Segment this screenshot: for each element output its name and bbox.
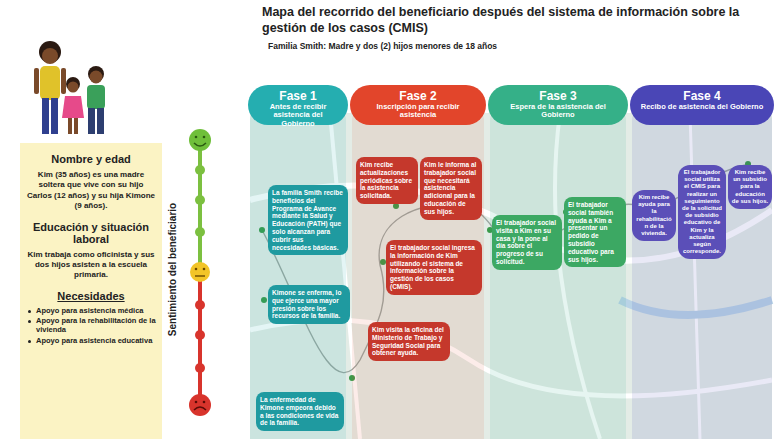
step-text: Kim le informa al trabajador social que … (424, 161, 478, 216)
step-text: El trabajador social utiliza el CMIS par… (681, 169, 723, 255)
step-text: La familia Smith recibe beneficios del P… (272, 189, 344, 251)
phase-header: Fase 3Espera de la asistencia del Gobier… (488, 85, 628, 125)
phase-ground (250, 113, 346, 439)
phase-title: Fase 3 (488, 89, 628, 103)
bullet-item: Apoyo para asistencia médica (26, 307, 156, 316)
phase-title: Fase 1 (248, 89, 348, 103)
phase-subtitle: Recibo de asistencia del Gobierno (630, 103, 774, 111)
phase-column: Fase 3Espera de la asistencia del Gobier… (488, 85, 628, 439)
phase-subtitle: Inscripción para recibir asistencia (350, 103, 486, 120)
title: Mapa del recorrido del beneficiario desp… (262, 5, 762, 36)
phase-subtitle: Antes de recibir asistencia del Gobierno (248, 103, 348, 128)
step-text: La enfermedad de Kimone empeora debido a… (260, 396, 340, 427)
step-card: El trabajador social utiliza el CMIS par… (678, 165, 726, 259)
step-text: Kim visita la oficina del Ministerio de … (372, 326, 446, 357)
step-card: El trabajador social visita a Kim en su … (492, 215, 562, 270)
step-card: Kim recibe actualizaciones periódicas so… (356, 157, 418, 204)
step-text: El trabajador social visita a Kim en su … (496, 219, 558, 266)
phase-subtitle: Espera de la asistencia del Gobierno (488, 103, 628, 120)
section-heading: Nombre y edad (26, 153, 156, 165)
phase-title: Fase 2 (350, 89, 486, 103)
subtitle: Familia Smith: Madre y dos (2) hijos men… (268, 41, 668, 51)
bullet-dot (28, 310, 31, 313)
step-text: Kim recibe actualizaciones periódicas so… (360, 161, 414, 200)
section-heading: Educación y situación laboral (26, 221, 156, 245)
phase-header: Fase 4Recibo de asistencia del Gobierno (630, 85, 774, 125)
family-illustration (34, 41, 105, 134)
phase-header: Fase 2Inscripción para recibir asistenci… (350, 85, 486, 125)
step-text: El trabajador social ingresa la informac… (390, 244, 478, 291)
step-card: El trabajador social ingresa la informac… (386, 240, 482, 295)
step-card: Kim le informa al trabajador social que … (420, 157, 482, 220)
section-heading: Necesidades (26, 290, 156, 302)
phase-title: Fase 4 (630, 89, 774, 103)
bullet-item: Apoyo para asistencia educativa (26, 337, 156, 346)
sentiment-scale (189, 129, 211, 416)
step-card: Kim recibe ayuda para la rehabilitación … (632, 190, 676, 241)
phase-column: Fase 2Inscripción para recibir asistenci… (350, 85, 486, 439)
phase-ground (632, 113, 772, 439)
section-body: Kim trabaja como oficinista y sus dos hi… (26, 250, 156, 281)
step-card: La enfermedad de Kimone empeora debido a… (256, 392, 344, 431)
map-background (250, 113, 772, 439)
step-text: Kim recibe ayuda para la rehabilitación … (635, 194, 673, 237)
bullet-dot (28, 340, 31, 343)
step-text: El trabajador social también ayuda a Kim… (568, 201, 622, 263)
bullet-item: Apoyo para la rehabilitación de la vivie… (26, 317, 156, 334)
phase-column: Fase 4Recibo de asistencia del GobiernoK… (630, 85, 774, 439)
step-card: Kim recibe un subsidio para la educación… (728, 165, 772, 209)
phase-header: Fase 1Antes de recibir asistencia del Go… (248, 85, 348, 125)
profile-panel: Nombre y edadKim (35 años) es una madre … (20, 143, 162, 439)
step-card: El trabajador social también ayuda a Kim… (564, 197, 626, 267)
step-text: Kim recibe un subsidio para la educación… (731, 169, 769, 205)
step-card: Kim visita la oficina del Ministerio de … (368, 322, 450, 361)
axis-label: Sentimiento del beneficiario (167, 190, 178, 350)
step-text: Kimone se enferma, lo que ejerce una may… (272, 289, 346, 320)
phase-column: Fase 1Antes de recibir asistencia del Go… (248, 85, 348, 439)
step-card: La familia Smith recibe beneficios del P… (268, 185, 348, 255)
phase-ground (490, 113, 626, 439)
bullet-dot (28, 320, 31, 323)
section-body: Kim (35 años) es una madre soltera que v… (26, 170, 156, 212)
step-card: Kimone se enferma, lo que ejerce una may… (268, 285, 350, 324)
